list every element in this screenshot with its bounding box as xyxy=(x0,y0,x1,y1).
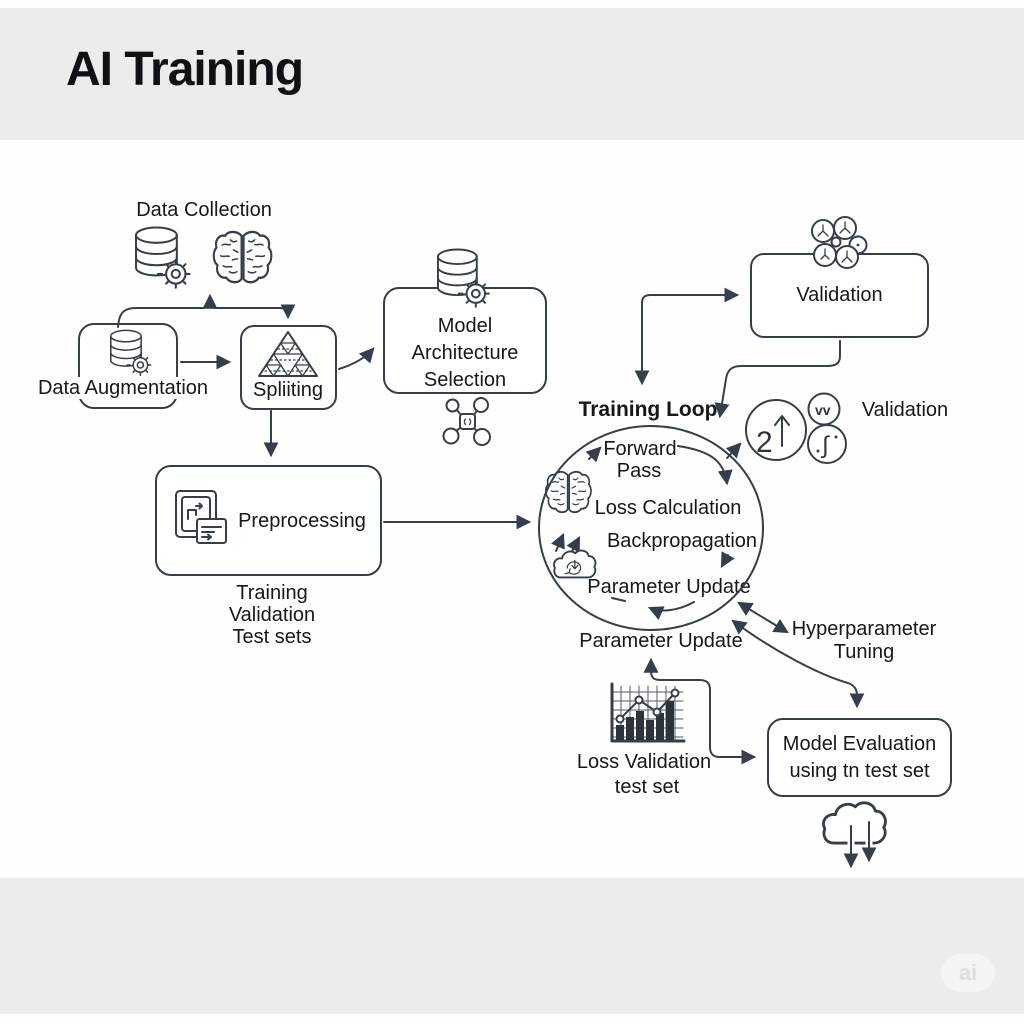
splitting-label: Spliiting xyxy=(252,379,324,401)
arrow-elbow-validation-loop xyxy=(634,287,740,386)
loop-arc-dash xyxy=(611,597,626,602)
arrow-loop-hyperparameter xyxy=(737,601,789,634)
metric-integral-glyph: ∫ xyxy=(820,432,830,459)
loop-arc-forward-to-loss xyxy=(677,445,733,486)
arrow-lossvalidation-split xyxy=(643,657,757,765)
model-evaluation-label-line2: using tn test set xyxy=(789,759,930,782)
hyperparameter-label-line1: Hyperparameter xyxy=(791,618,937,640)
brain-loop-icon xyxy=(546,472,591,512)
network-molecule-icon xyxy=(442,397,491,446)
model-architecture-label-line2: Selection xyxy=(423,369,507,391)
forward-pass-label-line1: Forward xyxy=(603,438,677,460)
validation-box-label: Validation xyxy=(796,284,883,306)
metric-number-glyph: 2 xyxy=(756,426,773,459)
model-evaluation-box: Model Evaluation using tn test set xyxy=(767,718,952,797)
dataset-split-line-testsets: Test sets xyxy=(232,626,312,648)
page-title: AI Training xyxy=(66,43,304,96)
ai-watermark: ai xyxy=(941,954,995,992)
forward-pass-label-line2: Pass xyxy=(616,460,662,482)
dataset-split-line-training: Training xyxy=(236,582,308,604)
metrics-circles-icon: 2 vv ∫ xyxy=(745,392,847,464)
arrow-validationbox-to-loop xyxy=(714,340,841,419)
preprocessing-label: Preprocessing xyxy=(238,510,366,532)
loop-arrow-to-forward xyxy=(585,446,602,463)
data-augmentation-label: Data Augmentation xyxy=(34,377,212,399)
model-architecture-label-line1: Model Architecture xyxy=(411,315,519,364)
database-gear-icon xyxy=(135,226,191,289)
arrow-splitting-to-architecture xyxy=(338,347,375,370)
metric-wave-glyph: vv xyxy=(815,402,831,418)
dataset-split-line-validation: Validation xyxy=(228,604,316,626)
loss-calculation-label: Loss Calculation xyxy=(594,497,742,519)
training-loop-title: Training Loop xyxy=(578,398,718,421)
parameter-update-inner-label: Parameter Update xyxy=(587,576,751,598)
model-evaluation-label-line1: Model Evaluation xyxy=(782,732,937,755)
data-collection-label: Data Collection xyxy=(136,199,272,221)
backpropagation-label: Backpropagation xyxy=(606,530,758,552)
validation-metrics-label: Validation xyxy=(861,399,949,421)
brain-icon xyxy=(214,232,272,282)
loop-arrow-backprop-to-param xyxy=(720,551,735,568)
model-architecture-box: Model Architecture Selection xyxy=(383,287,547,394)
hyperparameter-label-line2: Tuning xyxy=(833,641,895,663)
cloud-sync-icon xyxy=(553,549,597,579)
cloud-download-icon xyxy=(822,801,887,872)
ai-watermark-label: ai xyxy=(958,960,978,985)
loop-up-arrow-1 xyxy=(551,532,565,552)
arrow-loop-to-metrics xyxy=(725,442,742,459)
loss-validation-label-line1: Loss Validation xyxy=(576,751,712,773)
parameter-update-outer-label: Parameter Update xyxy=(579,630,743,652)
footer-band xyxy=(0,878,1024,1014)
header-band xyxy=(0,8,1024,140)
loop-up-arrow-2 xyxy=(566,536,581,556)
loop-arc-param-return xyxy=(647,601,695,621)
validation-box: Validation xyxy=(750,253,929,338)
arrow-down-to-splitting xyxy=(213,304,296,320)
loss-validation-label-line2: test set xyxy=(614,776,680,798)
loss-chart-icon xyxy=(610,682,686,743)
